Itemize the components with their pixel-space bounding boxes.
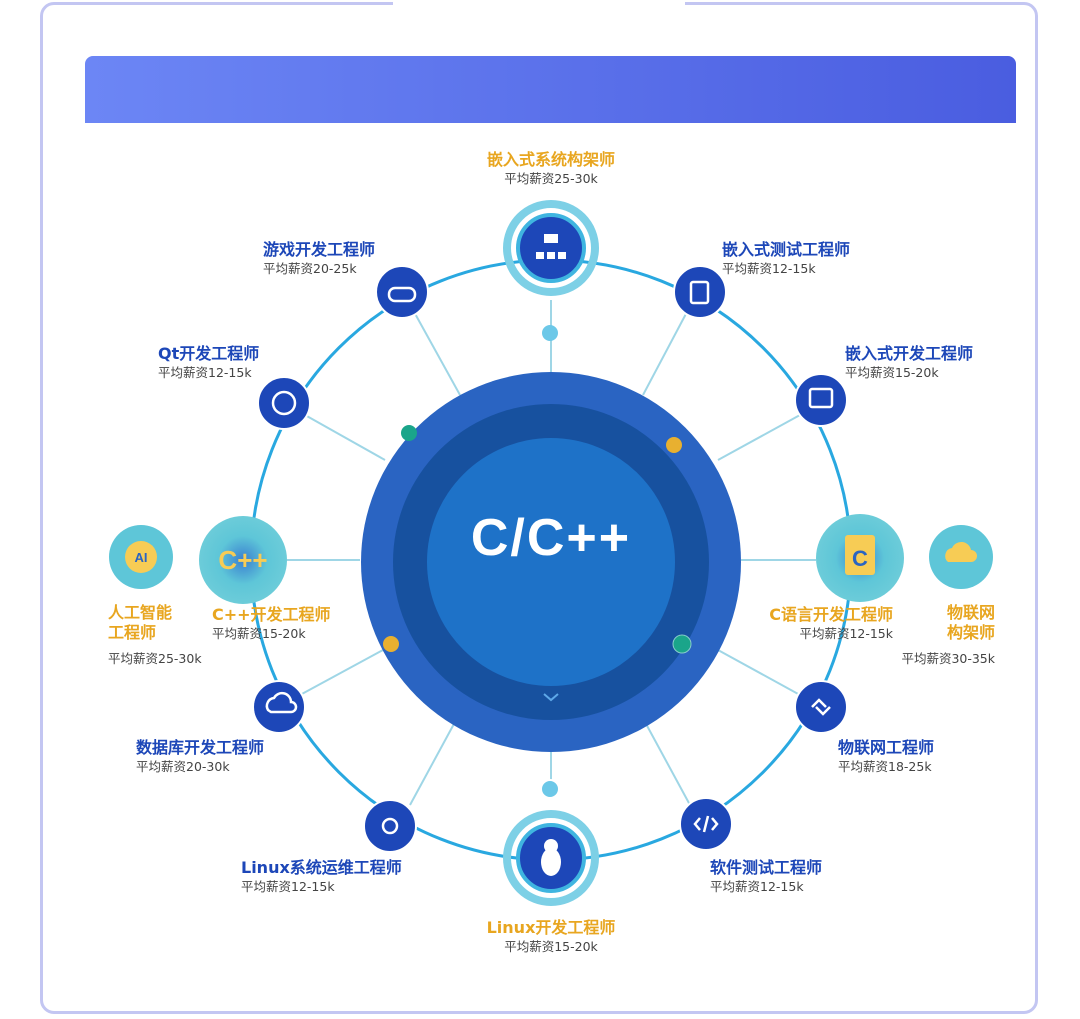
role-title: 嵌入式测试工程师	[722, 240, 851, 259]
role-title: 嵌入式开发工程师	[845, 344, 974, 363]
role-title: C++开发工程师	[212, 605, 331, 624]
small-icon-glyphs	[265, 280, 834, 835]
role-embedded-dev: 嵌入式开发工程师平均薪资15-20k	[845, 344, 973, 382]
role-salary: 平均薪资15-20k	[212, 626, 306, 641]
cpp-icon: C++	[218, 545, 267, 575]
role-title: 数据库开发工程师	[136, 738, 265, 757]
role-iot: 物联网工程师平均薪资18-25k	[838, 738, 934, 776]
header-banner	[85, 56, 1016, 123]
role-salary: 平均薪资25-30k	[504, 171, 598, 186]
role-title: Linux开发工程师	[486, 918, 616, 937]
frame-gap	[393, 0, 685, 8]
center-hub	[361, 372, 741, 752]
small-icon-nodes	[252, 265, 848, 853]
role-software-test: 软件测试工程师平均薪资12-15k	[710, 858, 822, 896]
role-title: 嵌入式系统构架师	[486, 150, 616, 169]
role-salary: 平均薪资25-30k	[108, 651, 202, 666]
role-title: C语言开发工程师	[769, 605, 893, 624]
role-title-line2: 工程师	[108, 623, 157, 642]
role-salary: 平均薪资20-30k	[136, 759, 230, 774]
role-title: Qt开发工程师	[158, 344, 260, 363]
role-embedded-arch: 嵌入式系统构架师平均薪资25-30k	[487, 150, 615, 188]
role-title: 物联网工程师	[838, 738, 935, 757]
role-title-line1: 物联网	[946, 603, 995, 622]
hub-dots	[383, 325, 692, 799]
role-salary: 平均薪资18-25k	[838, 759, 932, 774]
role-salary: 平均薪资30-35k	[901, 651, 995, 666]
role-salary: 平均薪资15-20k	[504, 939, 598, 954]
spokes	[287, 300, 816, 806]
bottom-ring-node	[503, 810, 599, 906]
ai-head-icon: AI	[135, 550, 148, 565]
teal-nodes	[109, 514, 993, 604]
role-iot-arch: 物联网构架师平均薪资30-35k	[901, 603, 995, 668]
role-title-line2: 构架师	[946, 623, 995, 642]
center-title: C/C++	[470, 509, 632, 567]
role-salary: 平均薪资12-15k	[158, 365, 252, 380]
role-cpp: C++开发工程师平均薪资15-20k	[212, 605, 331, 643]
c-file-icon: C	[852, 546, 868, 571]
role-database: 数据库开发工程师平均薪资20-30k	[136, 738, 264, 776]
role-salary: 平均薪资12-15k	[799, 626, 893, 641]
role-qt: Qt开发工程师平均薪资12-15k	[158, 344, 259, 382]
role-ai: 人工智能工程师平均薪资25-30k	[108, 603, 202, 668]
role-title-line1: 人工智能	[108, 603, 173, 622]
top-ring-node	[503, 200, 599, 296]
role-title: 游戏开发工程师	[263, 240, 376, 259]
role-salary: 平均薪资12-15k	[241, 879, 335, 894]
role-game: 游戏开发工程师平均薪资20-25k	[263, 240, 375, 278]
role-linux-dev: Linux开发工程师平均薪资15-20k	[487, 918, 616, 956]
role-salary: 平均薪资12-15k	[710, 879, 804, 894]
role-title: Linux系统运维工程师	[241, 858, 402, 877]
role-salary: 平均薪资15-20k	[845, 365, 939, 380]
role-salary: 平均薪资12-15k	[722, 261, 816, 276]
role-salary: 平均薪资20-25k	[263, 261, 357, 276]
role-linux-ops: Linux系统运维工程师平均薪资12-15k	[241, 858, 402, 896]
role-c-lang: C语言开发工程师平均薪资12-15k	[769, 605, 893, 643]
role-embedded-test: 嵌入式测试工程师平均薪资12-15k	[722, 240, 850, 278]
role-title: 软件测试工程师	[710, 858, 823, 877]
